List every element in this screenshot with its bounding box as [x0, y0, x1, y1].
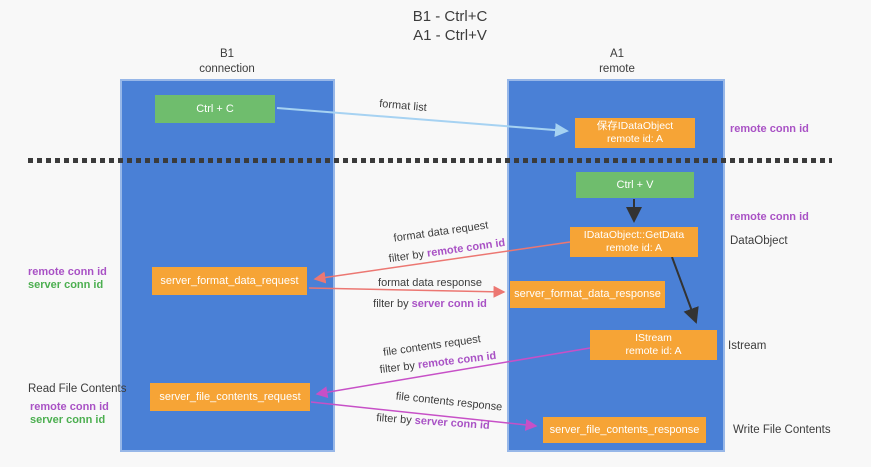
node-idataobject-getdata: IDataObject::GetData remote id: A	[570, 227, 698, 257]
lane-b1-subtitle: connection	[199, 63, 255, 75]
left-label-read-file-contents: Read File Contents	[28, 383, 127, 395]
right-label-remote-conn-id-2: remote conn id	[730, 211, 809, 223]
diagram-title-line2: A1 - Ctrl+V	[413, 27, 487, 44]
left-label-remote-conn-id-mid: remote conn id	[28, 266, 107, 278]
remote-conn-id-highlight: remote conn id	[417, 349, 497, 372]
label-format-list: format list	[378, 97, 428, 115]
node-ctrl-v: Ctrl + V	[576, 172, 694, 198]
label-filter-by-server-conn-id-2: filter by server conn id	[376, 412, 490, 432]
node-istream-line2: remote id: A	[625, 345, 682, 357]
left-label-remote-conn-id-bottom: remote conn id	[30, 401, 109, 413]
server-conn-id-highlight: server conn id	[411, 298, 487, 310]
lane-a1-name: A1	[609, 48, 625, 60]
filter-prefix: filter by	[375, 412, 416, 427]
right-label-istream: Istream	[728, 340, 767, 352]
filter-prefix: filter by	[373, 298, 412, 310]
left-label-server-conn-id-bottom: server conn id	[30, 414, 106, 426]
lane-a1-subtitle: remote	[599, 63, 635, 75]
node-format-request-label: server_format_data_request	[160, 274, 299, 287]
dashed-divider-line	[28, 158, 832, 163]
node-save-idataobject: 保存IDataObject remote id: A	[575, 118, 695, 148]
node-getdata-line2: remote id: A	[605, 242, 663, 254]
node-getdata-line1: IDataObject::GetData	[583, 229, 685, 241]
lane-header-a1: A1 remote	[547, 47, 687, 77]
node-ctrl-c-label: Ctrl + C	[196, 102, 234, 115]
node-save-idataobject-line1: 保存IDataObject	[596, 120, 674, 132]
node-ctrl-v-label: Ctrl + V	[616, 178, 654, 191]
right-label-dataobject: DataObject	[730, 235, 788, 247]
node-file-request-label: server_file_contents_request	[159, 390, 301, 403]
node-save-idataobject-line2: remote id: A	[606, 133, 664, 145]
lane-header-b1: B1 connection	[157, 47, 297, 77]
node-server-format-data-response: server_format_data_response	[510, 281, 665, 308]
label-filter-by-server-conn-id-1: filter by server conn id	[373, 298, 487, 310]
lane-b1-name: B1	[219, 48, 235, 60]
node-server-format-data-request: server_format_data_request	[152, 267, 307, 295]
left-label-server-conn-id-mid: server conn id	[28, 279, 104, 291]
node-server-file-contents-response: server_file_contents_response	[543, 417, 706, 443]
filter-prefix: filter by	[388, 247, 428, 266]
right-label-write-file-contents: Write File Contents	[733, 424, 831, 436]
remote-conn-id-highlight: remote conn id	[426, 236, 506, 260]
label-format-data-response: format data response	[378, 277, 482, 289]
node-file-response-label: server_file_contents_response	[549, 423, 700, 436]
diagram-title-line1: B1 - Ctrl+C	[412, 8, 488, 25]
right-label-remote-conn-id-1: remote conn id	[730, 123, 809, 135]
node-istream-line1: IStream	[635, 332, 672, 344]
node-ctrl-c: Ctrl + C	[155, 95, 275, 123]
filter-prefix: filter by	[379, 359, 419, 377]
node-istream: IStream remote id: A	[590, 330, 717, 360]
node-format-response-label: server_format_data_response	[514, 288, 661, 300]
label-file-contents-response: file contents response	[395, 390, 503, 414]
node-server-file-contents-request: server_file_contents_request	[150, 383, 310, 411]
server-conn-id-highlight: server conn id	[414, 414, 491, 432]
